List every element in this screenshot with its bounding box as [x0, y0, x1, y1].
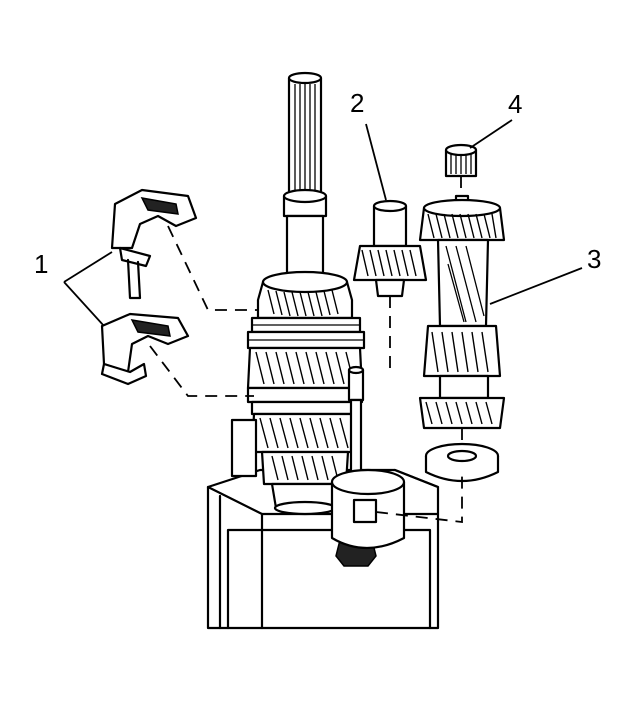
callout-2: 2 [350, 88, 364, 118]
callout-leaders [63, 119, 583, 327]
support-cup [330, 468, 406, 549]
mainshaft-assembly [230, 71, 366, 516]
callout-3: 3 [587, 244, 601, 274]
countershaft-gear-cluster-icon [418, 194, 506, 482]
gear-bearing-icon [352, 199, 428, 298]
callout-1: 1 [34, 249, 48, 279]
needle-bearing-icon [444, 143, 478, 178]
alignment-lines [149, 176, 463, 524]
callout-4: 4 [508, 89, 522, 119]
shift-fork-pair-icon [100, 188, 198, 386]
